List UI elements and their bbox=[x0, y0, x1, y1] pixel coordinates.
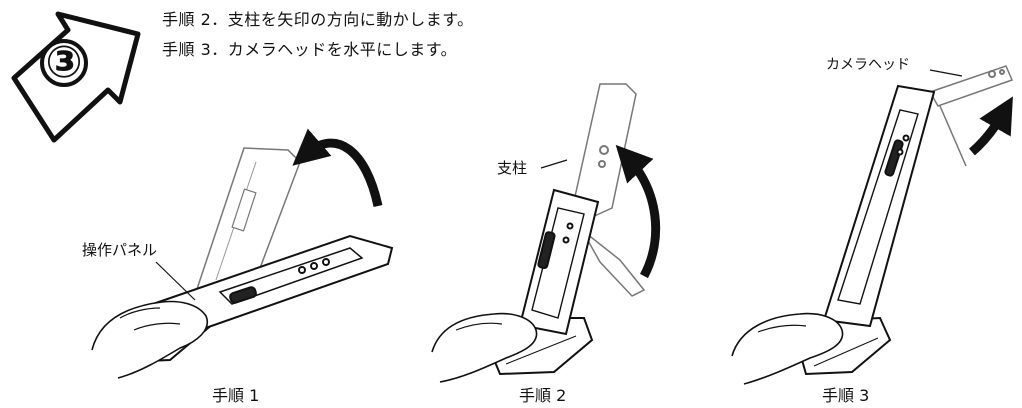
step3-illustration bbox=[731, 65, 1014, 385]
caption-step3: 手順 3 bbox=[822, 386, 870, 405]
instruction-step3: 手順 3．カメラヘッドを水平にします。 bbox=[162, 40, 458, 59]
pole-label: 支柱 bbox=[497, 159, 528, 177]
camera-head-label: カメラヘッド bbox=[826, 57, 910, 73]
control-panel-label: 操作パネル bbox=[82, 241, 158, 259]
rotate-arrow-step2 bbox=[615, 144, 661, 279]
step1-illustration bbox=[91, 147, 394, 379]
rotate-arrow-step1 bbox=[292, 128, 383, 207]
step-badge-arrow-icon bbox=[11, 11, 141, 143]
step2-illustration bbox=[431, 83, 646, 383]
instruction-step2: 手順 2．支柱を矢印の方向に動かします。 bbox=[162, 10, 474, 29]
caption-step1: 手順 1 bbox=[212, 386, 260, 405]
rotate-arrow-step3 bbox=[969, 96, 1013, 156]
caption-step2: 手順 2 bbox=[519, 386, 567, 405]
step-badge-number: ③ bbox=[45, 37, 83, 88]
